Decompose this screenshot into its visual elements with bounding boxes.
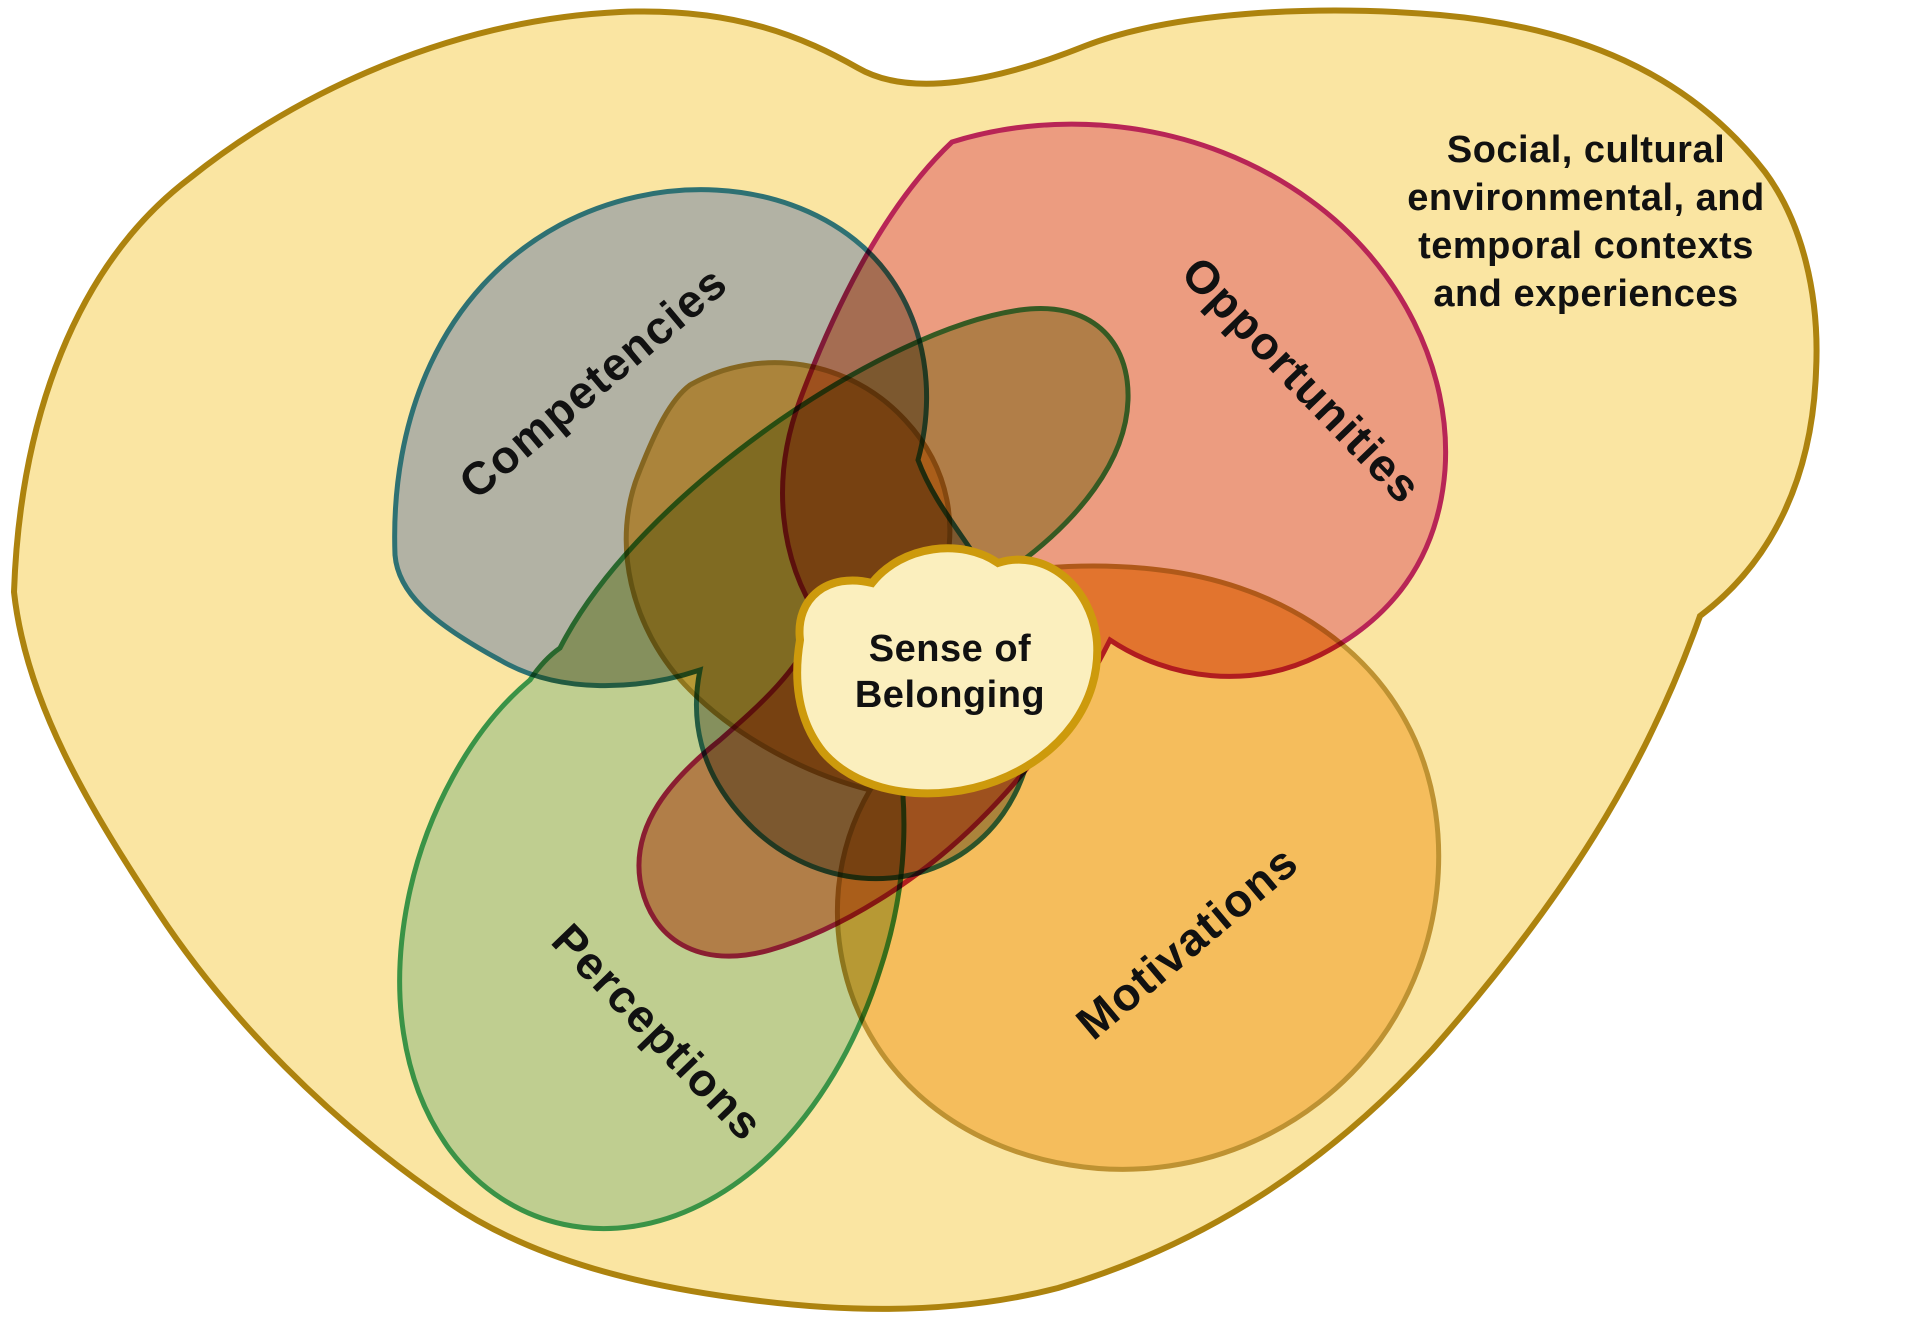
sense-of-belonging-line1: Sense of bbox=[868, 628, 1032, 670]
context-note: Social, cultural environmental, and temp… bbox=[1356, 126, 1816, 318]
context-note-line3: temporal contexts bbox=[1418, 225, 1754, 267]
context-note-line4: and experiences bbox=[1433, 273, 1739, 315]
sense-of-belonging-blob bbox=[793, 544, 1102, 798]
sense-of-belonging-label: Sense of Belonging bbox=[855, 626, 1045, 718]
sense-of-belonging-line2: Belonging bbox=[854, 674, 1046, 716]
context-note-line2: environmental, and bbox=[1407, 177, 1765, 219]
context-note-line1: Social, cultural bbox=[1446, 129, 1726, 171]
